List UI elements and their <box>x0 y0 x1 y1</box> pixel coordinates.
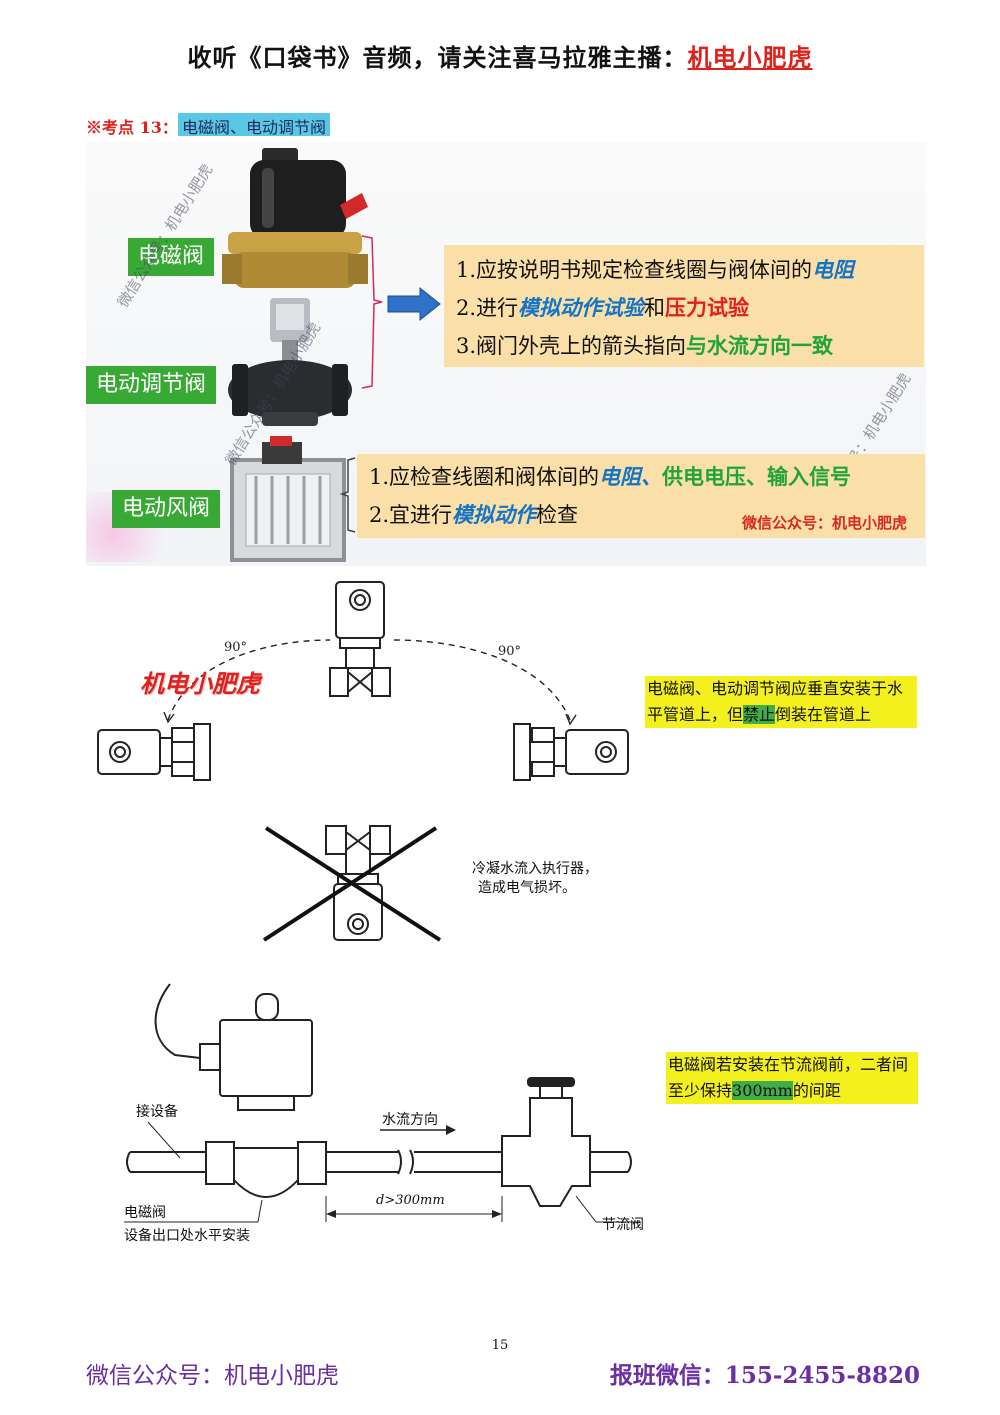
solenoid-diagram-label: 电磁阀 <box>124 1205 166 1221</box>
damper-label: 电动风阀 <box>112 490 221 528</box>
page-number: 15 <box>491 1338 509 1353</box>
footer-contact: 报班微信：155-2455-8820 <box>609 1362 920 1389</box>
flow-direction-label: 水流方向 <box>382 1112 438 1128</box>
angle-left-label: 90° <box>224 640 247 655</box>
cross-line-2 <box>262 826 438 942</box>
header-prefix: 收听《口袋书》音频，请关注喜马拉雅主播： <box>187 43 688 72</box>
condensate-caption: 冷凝水流入执行器， 造成电气损坏。 <box>472 861 598 896</box>
solenoid-valve-label: 电磁阀 <box>128 238 215 276</box>
installation-drawing <box>126 983 632 1207</box>
footer-wechat: 微信公众号：机电小肥虎 <box>86 1363 339 1389</box>
motorized-valve-label: 电动调节阀 <box>86 366 217 404</box>
note2-line-2: 2.宜进行模拟动作检查 <box>369 502 579 527</box>
solenoid-note-label: 设备出口处水平安装 <box>124 1227 250 1244</box>
section-topic: 电磁阀、电动调节阀 <box>178 113 331 137</box>
equipment-label: 接设备 <box>136 1103 178 1120</box>
header-brand-link[interactable]: 机电小肥虎 <box>687 43 813 72</box>
note-box-valves: 1.应按说明书规定检查线圈与阀体间的电阻 2.进行模拟动作试验和压力试验 3.阀… <box>444 245 924 367</box>
note-box-damper: 1.应检查线圈和阀体间的电阻、供电电压、输入信号 2.宜进行模拟动作检查 微信公… <box>357 454 925 538</box>
cross-line-1 <box>264 826 442 942</box>
angle-right-label: 90° <box>498 644 521 659</box>
distance-label: d>300mm <box>376 1193 445 1208</box>
diagram-brand-mark: 机电小肥虎 <box>140 669 260 698</box>
note2-watermark: 微信公众号：机电小肥虎 <box>741 514 907 532</box>
note1-line-2: 2.进行模拟动作试验和压力试验 <box>456 295 750 320</box>
tip-throttle-distance: 电磁阀若安装在节流阀前，二者间至少保持300mm的间距 <box>666 1052 918 1104</box>
page-header: 收听《口袋书》音频，请关注喜马拉雅主播：机电小肥虎 <box>0 38 1000 73</box>
section-label: ※考点 13： <box>86 118 178 137</box>
note1-line-3: 3.阀门外壳上的箭头指向与水流方向一致 <box>456 333 834 358</box>
inverted-valve-drawing <box>325 825 391 941</box>
note1-line-1: 1.应按说明书规定检查线圈与阀体间的电阻 <box>456 257 855 282</box>
throttle-label: 节流阀 <box>602 1217 644 1233</box>
tip-vertical-install: 电磁阀、电动调节阀应垂直安装于水平管道上，但禁止倒装在管道上 <box>645 676 917 728</box>
note2-line-1: 1.应检查线圈和阀体间的电阻、供电电压、输入信号 <box>369 464 852 489</box>
